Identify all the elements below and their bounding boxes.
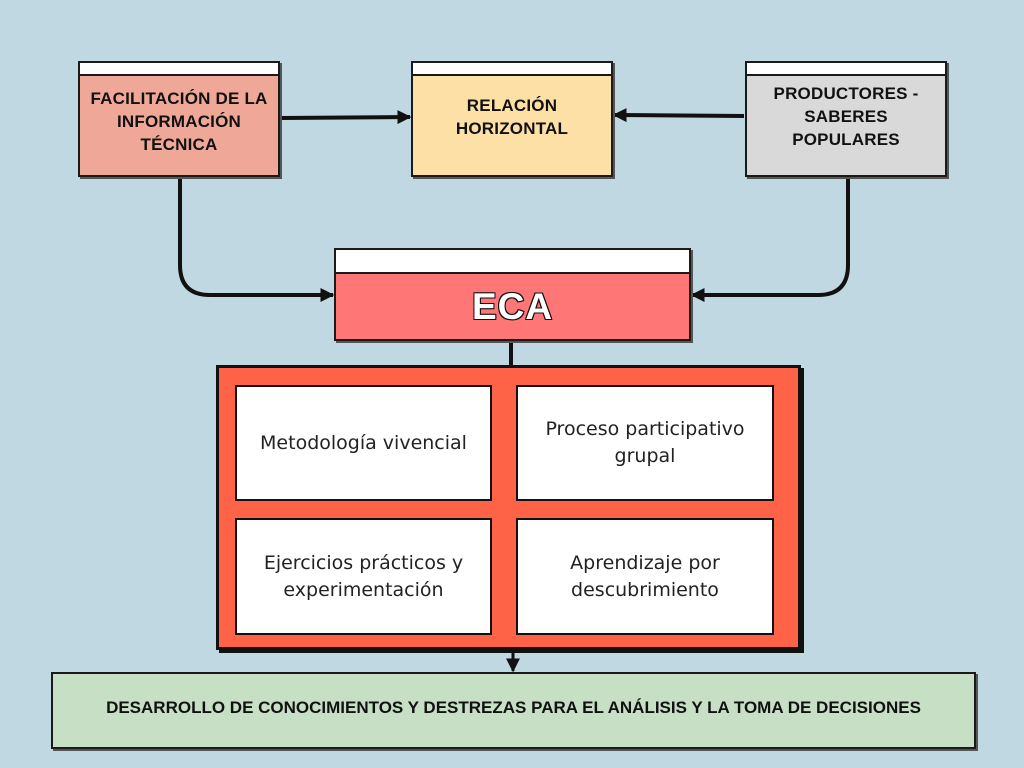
method-label: Aprendizaje por descubrimiento: [570, 551, 720, 601]
method-label: Proceso participativo grupal: [545, 418, 745, 467]
node-eca: ECA: [334, 248, 691, 341]
node-facilitacion: FACILITACIÓN DE LA INFORMACIÓN TÉCNICA: [78, 61, 280, 177]
eca-title: ECA: [471, 286, 554, 327]
method-label: Metodología vivencial: [260, 431, 467, 454]
node-productores: PRODUCTORES - SABERES POPULARES: [745, 61, 947, 177]
method-box: Ejercicios prácticos y experimentación: [235, 518, 492, 635]
node-desarrollo: DESARROLLO DE CONOCIMIENTOS Y DESTREZAS …: [51, 672, 976, 749]
edge-facilitacion-to-relacion: [280, 110, 412, 125]
node-label: PRODUCTORES - SABERES POPULARES: [773, 84, 919, 149]
node-label: RELACIÓN HORIZONTAL: [455, 95, 569, 138]
result-label: DESARROLLO DE CONOCIMIENTOS Y DESTREZAS …: [106, 697, 921, 717]
method-box: Metodología vivencial: [235, 385, 492, 501]
node-header-bar: [413, 63, 611, 76]
method-box: Proceso participativo grupal: [516, 385, 774, 501]
node-relacion: RELACIÓN HORIZONTAL: [411, 61, 613, 177]
edge-facilitacion-to-eca: [178, 177, 335, 302]
method-label: Ejercicios prácticos y experimentación: [263, 551, 464, 601]
method-box: Aprendizaje por descubrimiento: [516, 518, 774, 635]
edge-productores-to-eca: [690, 177, 850, 302]
node-label: FACILITACIÓN DE LA INFORMACIÓN TÉCNICA: [90, 89, 268, 154]
node-header-bar: [80, 63, 278, 76]
edge-productores-to-relacion: [612, 108, 745, 123]
node-label-wrap: ECA: [336, 274, 689, 339]
node-header-bar: [336, 250, 689, 274]
node-header-bar: [747, 63, 945, 76]
methods-panel: Metodología vivencial Proceso participat…: [216, 365, 801, 650]
